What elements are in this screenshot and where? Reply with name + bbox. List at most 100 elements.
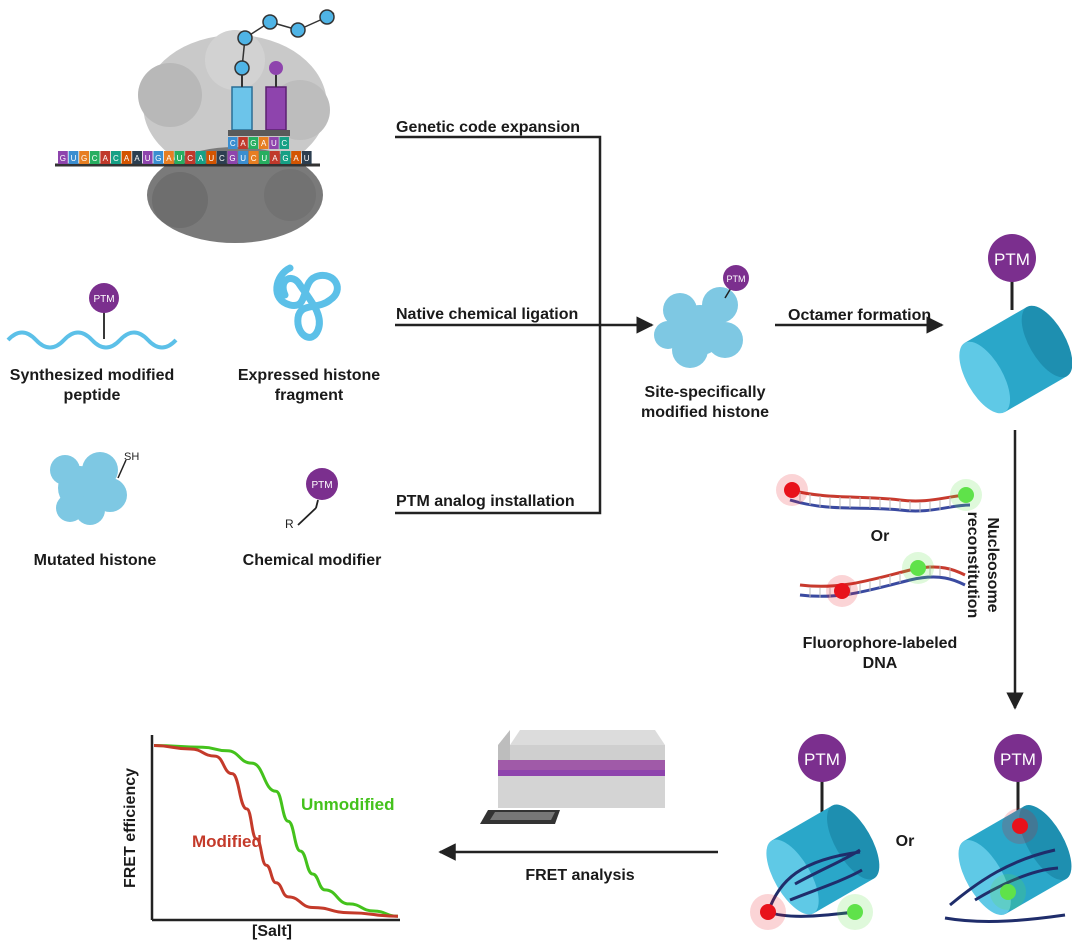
ptm-icon (798, 734, 846, 782)
native-chemical-ligation-label: Native chemical ligation (396, 306, 579, 323)
codon-tile (206, 151, 217, 164)
codon-tile (164, 151, 174, 164)
codon-letter: A (103, 154, 109, 163)
codon-letter: U (71, 154, 77, 163)
svg-text:PTM: PTM (727, 274, 746, 284)
series-line-unmodified (153, 744, 399, 918)
fret-analysis-label: FRET analysis (525, 867, 635, 884)
red-fluorophore-icon (834, 583, 850, 599)
svg-text:PTM: PTM (93, 294, 114, 305)
anticodon-tile (269, 137, 279, 149)
codon-tile (58, 151, 68, 164)
codon-letter: U (177, 154, 183, 163)
codon-letter: G (282, 154, 288, 163)
codon-letter: G (155, 154, 161, 163)
codon-tile (174, 151, 185, 164)
anticodon-letter: U (271, 139, 277, 148)
codon-letter: C (219, 154, 225, 163)
anticodon-tile (279, 137, 289, 149)
red-fluorophore-icon (1012, 818, 1028, 834)
peptide-chain-icon (234, 9, 335, 76)
anticodon-tile (248, 137, 259, 149)
codon-letter: U (145, 154, 151, 163)
codon-tile (195, 151, 206, 164)
anticodon-tile (258, 137, 269, 149)
codon-tile (291, 151, 301, 164)
codon-tile (68, 151, 79, 164)
codon-tile (227, 151, 238, 164)
ptm-analog-line (395, 325, 602, 515)
mutated-histone-icon (50, 452, 127, 525)
codon-letter: U (261, 154, 267, 163)
codon-tile (153, 151, 164, 164)
ptm-analog-installation-label: PTM analog installation (396, 493, 575, 510)
synthesized-peptide-label-line2: peptide (63, 387, 121, 404)
ptm-icon (723, 265, 749, 291)
genetic-code-expansion-label: Genetic code expansion (396, 119, 581, 136)
site-specific-label-line2: modified histone (641, 404, 769, 421)
codon-letter: U (208, 154, 214, 163)
codon-tile (280, 151, 291, 164)
codon-tile (238, 151, 248, 164)
codon-letter: A (272, 154, 278, 163)
codon-tile (217, 151, 227, 164)
series-line-modified (153, 744, 399, 918)
anticodon-tile (238, 137, 248, 149)
codon-letter: G (60, 154, 66, 163)
codon-letter: A (134, 154, 140, 163)
svg-text:PTM: PTM (311, 480, 332, 491)
chart-ylabel: FRET efficiency (122, 767, 139, 889)
codon-tile (259, 151, 270, 164)
green-fluorophore-icon (910, 560, 926, 576)
green-fluorophore-icon (847, 904, 863, 920)
codon-tile (111, 151, 121, 164)
mutated-histone-label: Mutated histone (33, 552, 157, 569)
codon-letter: G (229, 154, 235, 163)
codon-letter: C (92, 154, 98, 163)
legend-modified: Modified (192, 832, 262, 851)
codon-letter: U (240, 154, 246, 163)
legend-unmodified: Unmodified (301, 795, 395, 814)
codon-tile (301, 151, 312, 164)
ptm-icon (89, 283, 119, 313)
codon-letter: U (304, 154, 310, 163)
codon-tile (132, 151, 142, 164)
codon-tile (121, 151, 132, 164)
codon-tile (185, 151, 195, 164)
red-fluorophore-icon (784, 482, 800, 498)
fluorophore-dna-label-line2: DNA (862, 655, 898, 672)
codon-letter: A (198, 154, 204, 163)
anticodon-letter: C (281, 139, 287, 148)
codon-tile (89, 151, 100, 164)
anticodon-letter: G (250, 139, 256, 148)
synthesized-peptide-label-line1: Synthesized modified (9, 367, 175, 384)
expressed-fragment-label-line1: Expressed histone (237, 367, 381, 384)
codon-tile (100, 151, 111, 164)
green-fluorophore-icon (1000, 884, 1016, 900)
codon-tile (142, 151, 153, 164)
histone-fragment-icon (273, 264, 341, 341)
codon-letter: C (251, 154, 257, 163)
anticodon-letter: C (230, 139, 236, 148)
chart-xlabel: [Salt] (252, 923, 292, 940)
or-nucleosome-label: Or (895, 833, 915, 850)
reconstitution-line1: Nucleosome (984, 517, 1001, 613)
codon-letter: C (187, 154, 193, 163)
svg-text:R: R (285, 517, 294, 531)
peptide-wave-icon (6, 330, 178, 350)
ptm-icon (306, 468, 338, 500)
codon-letter: C (113, 154, 119, 163)
genetic-code-line (395, 135, 602, 325)
green-fluorophore-icon (958, 487, 974, 503)
codon-tile (248, 151, 259, 164)
codon-letter: A (124, 154, 130, 163)
codon-letter: A (166, 154, 172, 163)
reconstitution-line2: reconstitution (964, 511, 981, 619)
